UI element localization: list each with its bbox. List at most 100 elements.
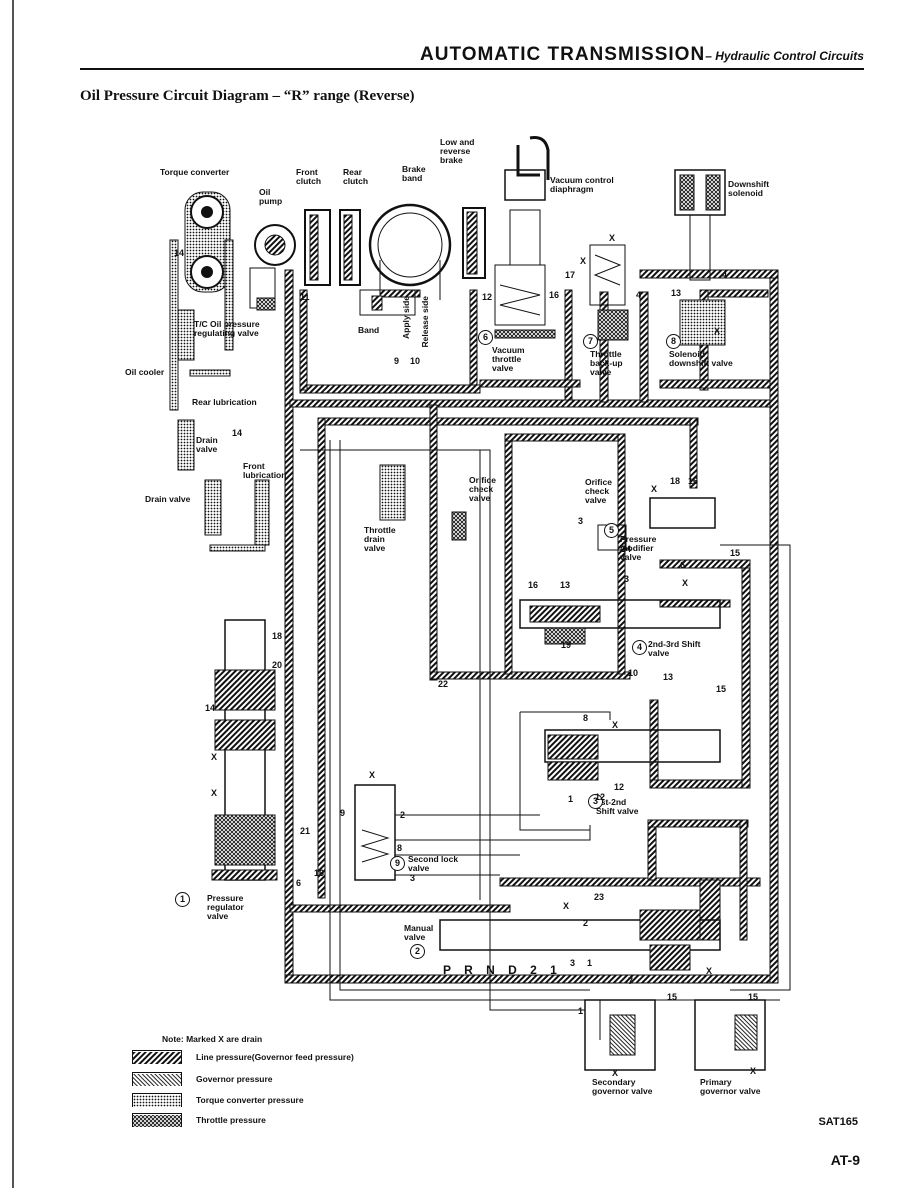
line-number: 21 [300,826,311,836]
drain-mark: X [706,966,713,976]
label-throttle-drain-valve: Throttle drain valve [364,525,396,553]
line-number: 11 [300,292,310,302]
valve-number-5: 5 [604,523,619,538]
vacuum-diaphragm [494,136,556,339]
legend-swatch-throttle-pressure [132,1113,182,1127]
drain-mark: X [750,1066,757,1076]
label-second-lock-valve: Second lock valve [408,854,459,873]
line-number: 10 [628,668,639,678]
line-number: 1 [587,958,593,968]
label-orifice-check-valve-2: Orifice check valve [585,477,612,505]
legend-label-throttle-pressure: Throttle pressure [196,1115,266,1125]
valve-number-1: 1 [175,892,190,907]
line-number: 7 [628,976,634,986]
line-number: 15 [748,992,759,1002]
label-torque-converter: Torque converter [160,167,230,177]
label-rear-clutch: Rear clutch [343,167,369,186]
line-number: 16 [528,580,539,590]
line-number: 18 [670,476,681,486]
line-number: 16 [314,868,325,878]
page-title: AUTOMATIC TRANSMISSION– Hydraulic Contro… [420,44,864,66]
drain-mark: X [609,233,616,243]
label-shift-1-2-valve: 1st-2nd Shift valve [596,797,639,816]
label-oil-cooler: Oil cooler [125,367,165,377]
line-number: 14 [174,248,185,258]
valve-number-2: 2 [410,944,425,959]
line-number: 15 [730,548,741,558]
page-margin-line [12,0,14,1188]
line-number: 10 [410,356,421,366]
drain-mark: X [580,256,587,266]
valve-number-3: 3 [588,794,603,809]
label-secondary-governor-valve: Secondary governor valve [592,1077,653,1096]
header-rule [80,68,864,70]
drain-mark: X [682,578,689,588]
valve-number-6: 6 [478,330,493,345]
second-lock-body [354,784,396,881]
line-number: 22 [438,679,449,689]
line-number: 19 [561,640,572,650]
line-number: 3 [624,574,630,584]
label-tc-valve: T/C Oil pressure regulating valve [194,319,260,338]
label-drain-valve-2: Drain valve [145,494,191,504]
line-number: 20 [272,660,283,670]
drain-mark: X [369,770,376,780]
line-number: 18 [272,631,283,641]
label-solenoid-downshift-valve: Solenoid downshift valve [669,349,733,368]
legend-label-line-pressure: Line pressure(Governor feed pressure) [196,1052,354,1062]
valve-number-8: 8 [666,334,681,349]
line-number: 12 [595,792,606,802]
legend-swatch-line-pressure [132,1050,182,1064]
valve-number-4: 4 [632,640,647,655]
line-pressure-channels [284,269,779,984]
line-number: 3 [578,516,584,526]
label-band: Band [358,325,380,335]
legend-label-governor-pressure: Governor pressure [196,1074,273,1084]
drain-mark: X [651,484,658,494]
line-number: 4 [722,270,728,280]
line-number: 3 [410,873,416,883]
low-reverse-brake [462,207,486,279]
legend-label-torque-converter-pressure: Torque converter pressure [196,1095,304,1105]
label-front-lubrication: Front lubrication [243,461,287,480]
line-number: 13 [663,672,674,682]
line-number: 2 [583,918,589,928]
drain-mark: X [211,752,218,762]
line-number: 4 [636,290,642,300]
drain-valve-bodies [177,419,270,552]
label-pressure-regulator-valve: Pressure regulator valve [207,893,244,921]
label-rear-lubrication: Rear lubrication [192,397,257,407]
section-title: Oil Pressure Circuit Diagram – “R” range… [80,88,415,104]
line-number: 1 [578,1006,584,1016]
throttle-backup [589,244,629,341]
shift-2-3-body [519,599,721,645]
line-number: 14 [205,703,216,713]
legend-swatch-governor-pressure [132,1072,182,1086]
line-number: 16 [688,476,699,486]
governor-bodies [584,999,766,1071]
label-drain-valve-1: Drain valve [196,435,218,454]
line-number: 6 [296,878,302,888]
label-release-side: Release side [420,296,430,348]
pressure-regulator-body [211,619,278,881]
label-orifice-check-valve-1: Orifice check valve [469,475,496,503]
line-number: 8 [583,713,589,723]
figure-code: SAT165 [818,1116,858,1128]
label-low-reverse-brake: Low and reverse brake [440,137,475,165]
valve-number-7: 7 [583,334,598,349]
orifice-check-valve-body [451,511,467,541]
line-number: 16 [549,290,560,300]
line-number: 13 [560,580,571,590]
page-number: AT-9 [830,1152,860,1168]
line-number: 15 [716,684,727,694]
line-number: 17 [565,270,576,280]
front-clutch [304,209,331,286]
line-number: 14 [232,428,243,438]
line-number: 8 [397,843,403,853]
line-number: 9 [394,356,400,366]
line-number: 9 [340,808,346,818]
drain-mark: X [612,720,619,730]
drain-mark: X [612,1068,619,1078]
line-number: 23 [594,892,605,902]
